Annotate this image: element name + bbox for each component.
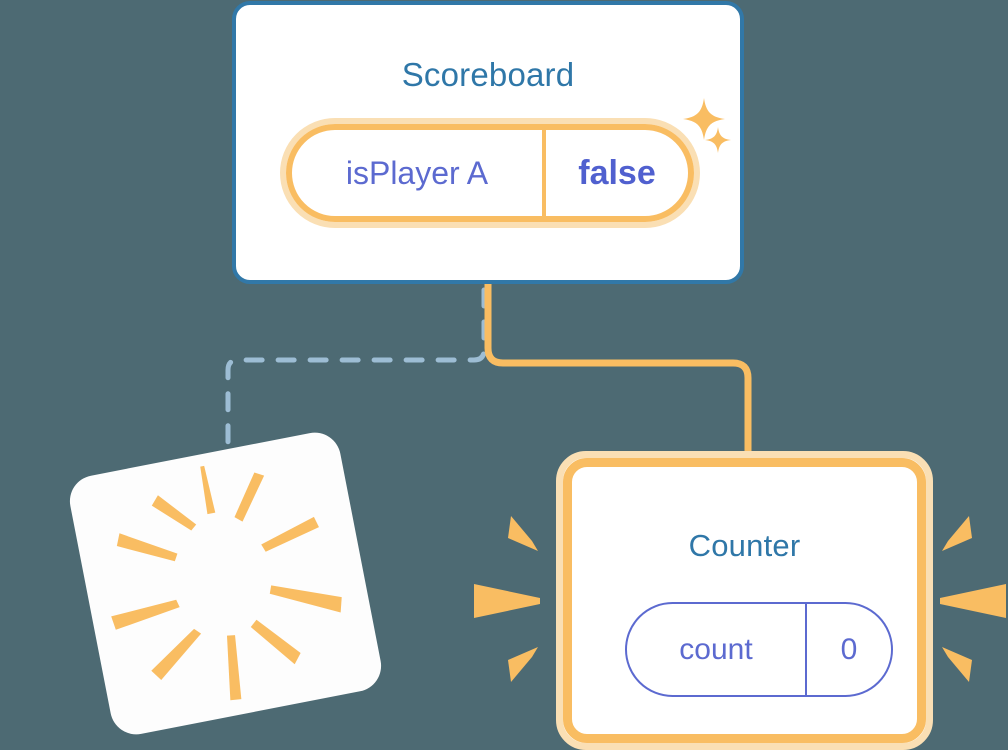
counter-title: Counter bbox=[688, 528, 801, 563]
counter-right-rays-icon bbox=[930, 505, 1008, 695]
sparkle-small-icon bbox=[704, 126, 732, 154]
connector-scoreboard-to-ghost-card bbox=[225, 287, 487, 471]
ghost-placeholder-card[interactable] bbox=[65, 428, 386, 739]
counter-prop-value: 0 bbox=[805, 604, 891, 695]
scoreboard-title: Scoreboard bbox=[401, 56, 575, 93]
counter-prop-key: count bbox=[679, 632, 753, 666]
scoreboard-prop-key: isPlayer A bbox=[345, 154, 489, 191]
counter-left-rays-icon bbox=[470, 505, 550, 695]
scoreboard-prop-pill[interactable]: isPlayer A false bbox=[286, 124, 694, 222]
scoreboard-prop-value: false bbox=[542, 130, 688, 216]
counter-card-inner-border: Counter count 0 bbox=[563, 458, 926, 743]
scoreboard-card[interactable]: Scoreboard isPlayer A false bbox=[232, 1, 744, 284]
burst-rays-icon bbox=[111, 465, 342, 701]
highlight-glow-ring bbox=[280, 118, 700, 228]
sparkle-large-icon bbox=[681, 96, 727, 142]
counter-card[interactable]: Counter count 0 bbox=[556, 451, 933, 750]
scoreboard-prop-highlight: isPlayer A false bbox=[280, 118, 700, 228]
connector-scoreboard-to-counter bbox=[484, 283, 752, 460]
counter-prop-pill[interactable]: count 0 bbox=[625, 602, 893, 697]
